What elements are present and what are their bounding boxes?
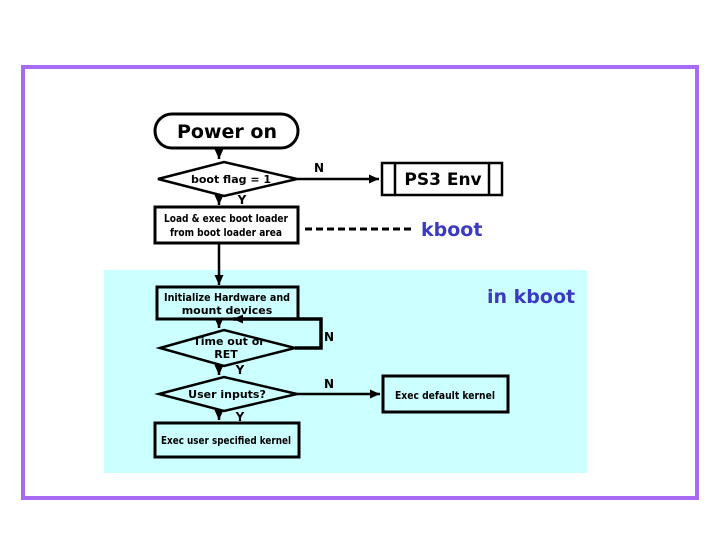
boot-flag-decision-label: boot flag = 1 (191, 173, 271, 186)
exec-default-kernel-process (381, 374, 510, 414)
init-hardware-process (155, 285, 300, 321)
timeout-decision (155, 328, 296, 368)
kboot-region (104, 270, 587, 473)
user-inputs-decision-label: User inputs? (188, 388, 266, 401)
edge-label-timeout-yes: Y (235, 363, 245, 377)
user-inputs-decision (154, 375, 298, 413)
timeout-decision-label-line2: RET (214, 348, 238, 361)
timeout-decision-label-line1: Time out or (193, 335, 265, 348)
boot-flag-decision (157, 160, 298, 198)
load-boot-loader-label-line1: Load & exec boot loader (164, 212, 288, 225)
init-hardware-label-line1: Initialize Hardware and (164, 291, 290, 304)
in-kboot-annotation: in kboot (487, 286, 575, 308)
edge-label-userinputs-yes: Y (235, 410, 245, 424)
start-terminator-label: Power on (177, 121, 277, 143)
start-terminator (153, 112, 300, 150)
edge-label-bootflag-no: N (314, 161, 324, 175)
exec-user-kernel-process (153, 421, 301, 459)
ps3-env-label: PS3 Env (404, 170, 481, 190)
load-boot-loader-process (153, 205, 300, 245)
edge-label-bootflag-yes: Y (237, 193, 247, 207)
edge-label-timeout-no: N (324, 330, 334, 344)
exec-default-kernel-label: Exec default kernel (395, 389, 495, 402)
diagram-border (21, 65, 699, 500)
load-boot-loader-label-line2: from boot loader area (170, 226, 282, 239)
init-hardware-label-line2: mount devices (182, 304, 273, 317)
exec-user-kernel-label: Exec user specified kernel (161, 434, 291, 447)
edge-label-userinputs-no: N (324, 377, 334, 391)
kboot-annotation: kboot (421, 219, 482, 241)
ps3-env-process (380, 161, 504, 197)
